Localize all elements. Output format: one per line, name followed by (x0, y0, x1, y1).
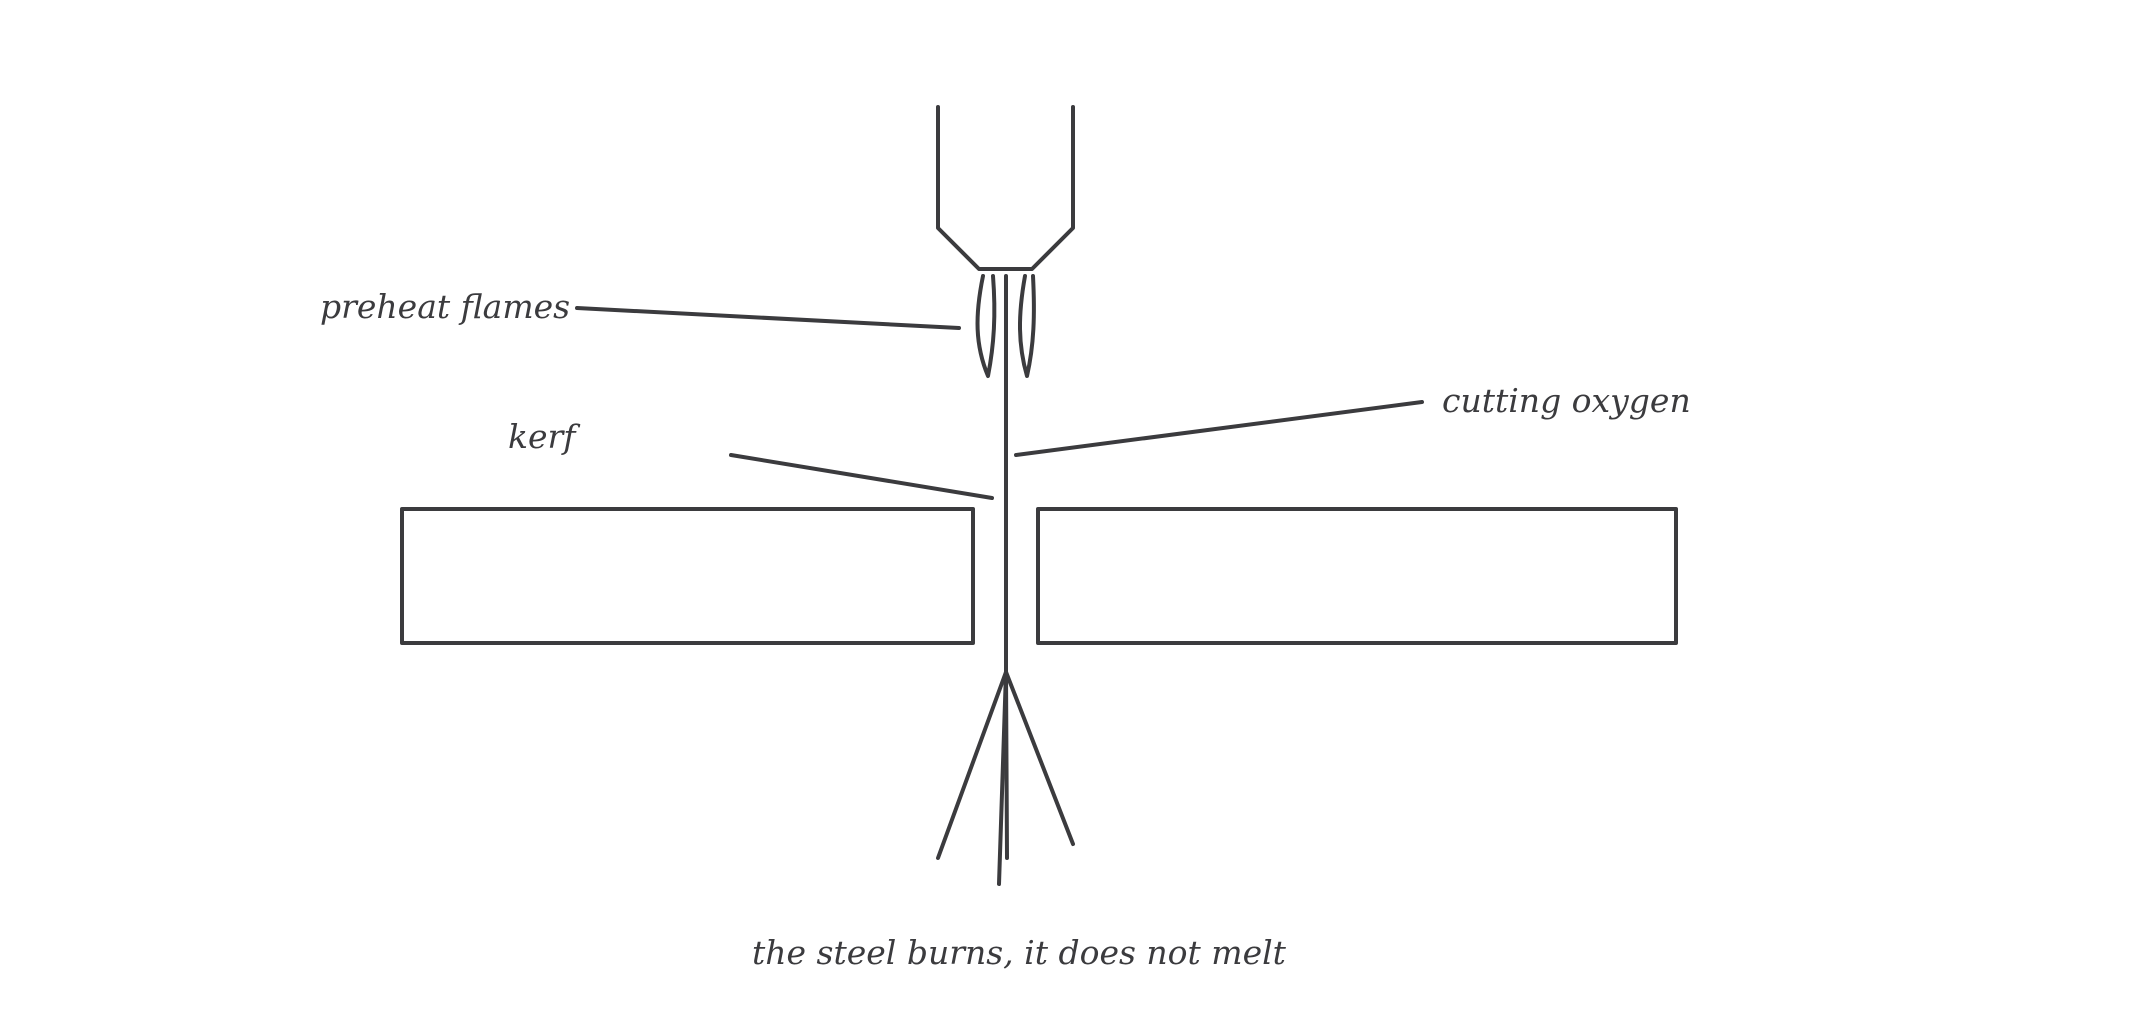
label-cutting-oxygen: cutting oxygen (1442, 381, 1691, 420)
steel-plate-left (400, 507, 975, 645)
caption: the steel burns, it does not melt (752, 933, 1287, 972)
preheat-flames (975, 274, 1036, 378)
spray-line-left (936, 670, 1008, 860)
leader-line-kerf (729, 453, 994, 500)
preheat-flame-right (1017, 274, 1036, 378)
spray-line-right (1004, 670, 1075, 846)
torch-nozzle-outline (936, 105, 1075, 271)
torch-nozzle (936, 105, 1075, 271)
preheat-flame-left (975, 274, 997, 378)
label-kerf: kerf (508, 417, 581, 456)
spray-line-center-2 (1004, 670, 1009, 860)
slag-spray (936, 670, 1075, 886)
steel-plate-right (1036, 507, 1678, 645)
leader-line-preheat-flames (575, 306, 961, 330)
label-preheat-flames: preheat flames (320, 287, 570, 326)
leader-line-cutting-oxygen (1014, 400, 1424, 457)
